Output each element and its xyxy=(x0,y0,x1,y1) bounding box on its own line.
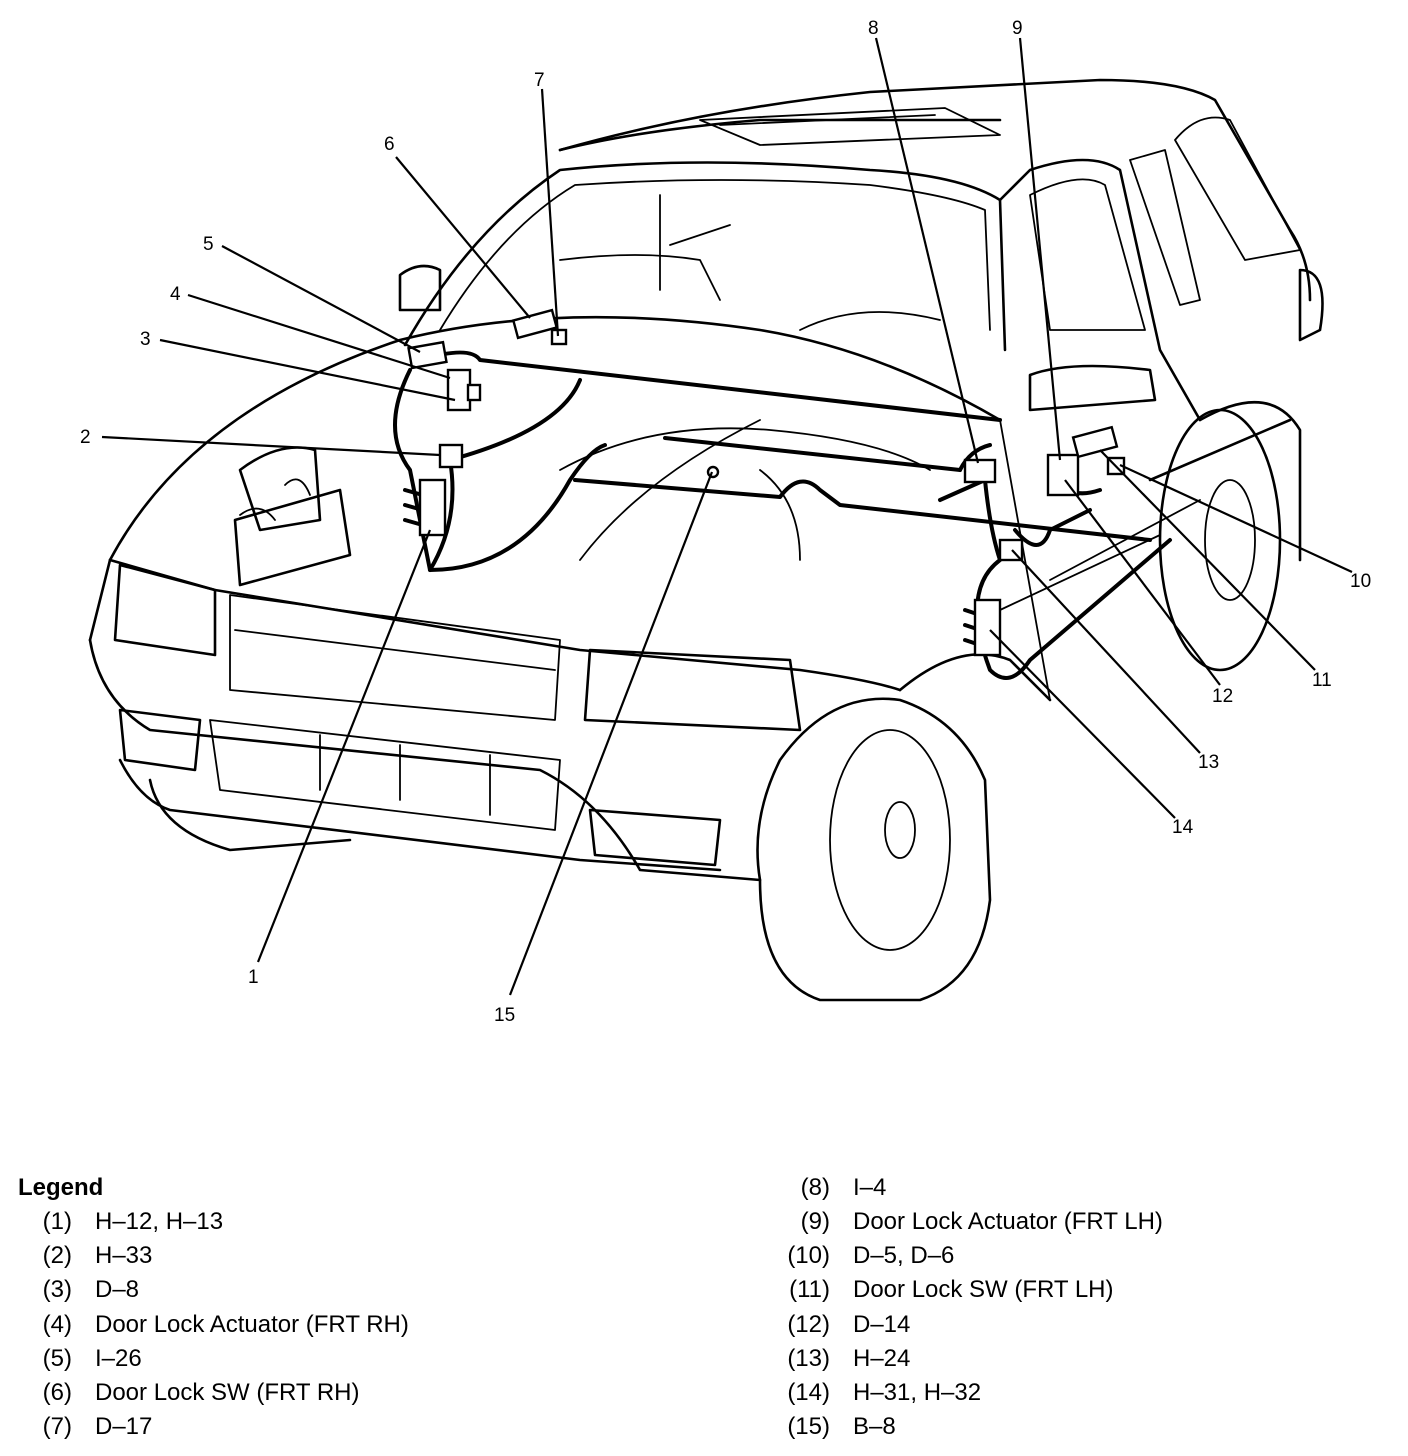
callout-4: 4 xyxy=(170,284,181,305)
legend: Legend (1) H–12, H–13 (2) H–33 (3) D–8 (… xyxy=(18,1174,1163,1440)
callout-3: 3 xyxy=(140,329,151,350)
callout-5: 5 xyxy=(203,234,214,255)
callout-13: 13 xyxy=(1198,752,1219,773)
callout-8: 8 xyxy=(868,18,879,39)
door-lock-sw-frt-rh xyxy=(511,308,559,340)
connector-h-31-h-32 xyxy=(973,598,1002,657)
connector-h-12-h-13 xyxy=(418,478,447,537)
vehicle-wiring-diagram: 1 2 3 4 5 6 7 8 9 10 11 12 13 14 15 xyxy=(80,18,1371,1026)
callout-7: 7 xyxy=(534,70,545,91)
callout-14: 14 xyxy=(1172,817,1194,838)
door-lock-sw-frt-lh xyxy=(1071,425,1119,459)
connector-h-33 xyxy=(438,443,464,469)
door-lock-actuator-frt-rh xyxy=(446,368,472,412)
callout-2: 2 xyxy=(80,427,91,448)
leader-lines xyxy=(101,37,1353,996)
callout-9: 9 xyxy=(1012,18,1023,39)
callout-6: 6 xyxy=(384,134,395,155)
legend-title: Legend xyxy=(18,1174,104,1201)
connector-i-26 xyxy=(407,340,448,370)
callout-11: 11 xyxy=(1312,670,1332,691)
connector-i-4 xyxy=(963,458,997,484)
vehicle-outline xyxy=(88,78,1324,1002)
callout-15: 15 xyxy=(494,1005,515,1026)
callout-12: 12 xyxy=(1212,686,1233,707)
connector-d-17 xyxy=(550,328,568,346)
components xyxy=(407,308,1126,657)
callout-labels: 1 2 3 4 5 6 7 8 9 10 11 12 13 14 15 xyxy=(80,18,1371,1026)
door-lock-actuator-frt-lh xyxy=(1046,453,1080,497)
callout-10: 10 xyxy=(1350,571,1371,592)
callout-1: 1 xyxy=(248,967,259,988)
